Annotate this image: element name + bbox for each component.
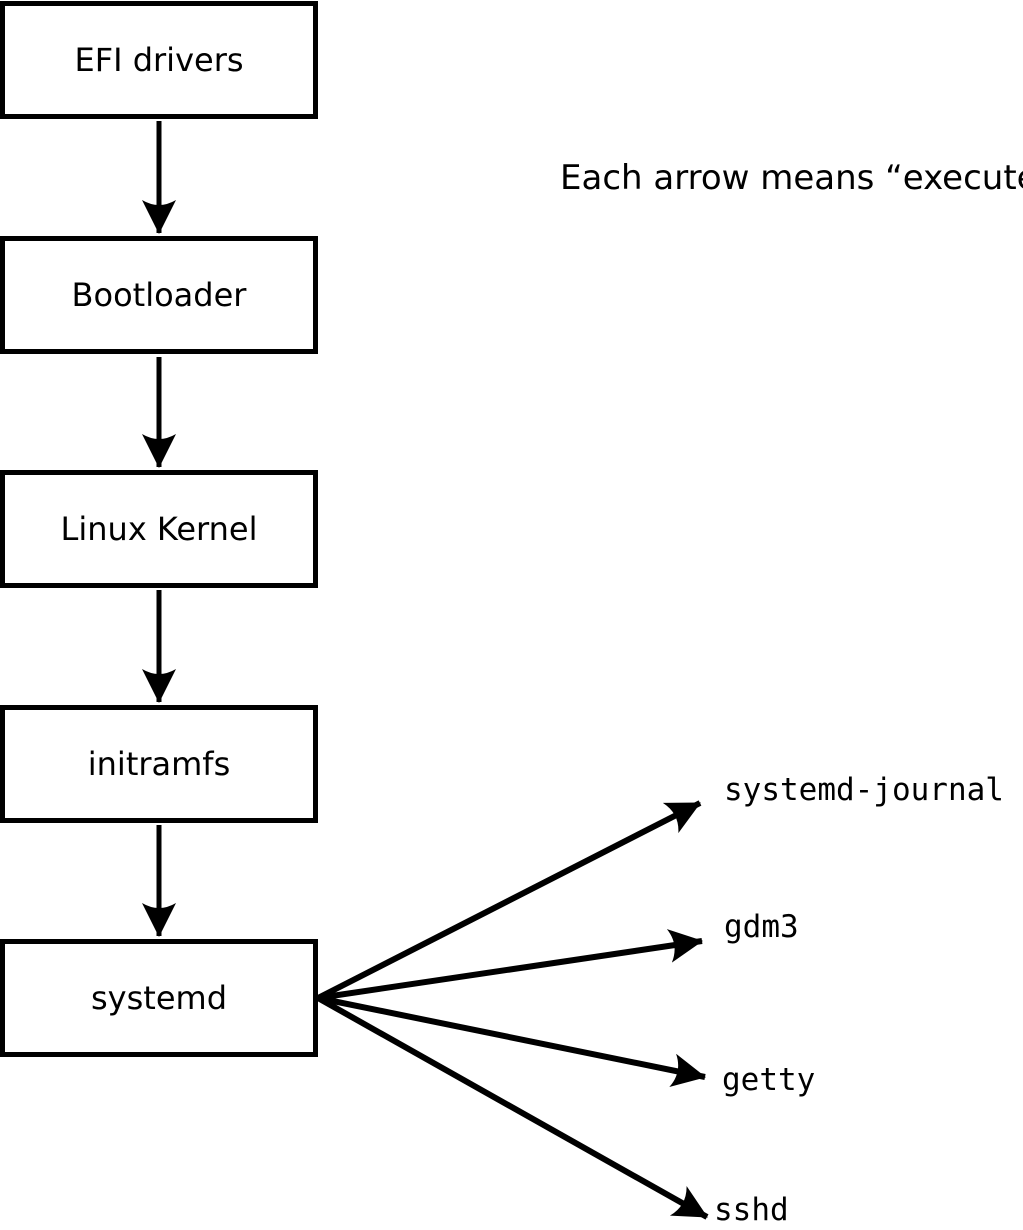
node-systemd-label: systemd [91, 979, 227, 1017]
arrow-systemd-to-sshd [316, 995, 709, 1220]
node-linux-kernel-label: Linux Kernel [60, 510, 258, 548]
target-sshd: sshd [714, 1192, 789, 1228]
target-systemd-journal: systemd-journal [724, 772, 1004, 808]
arrow-meaning-note: Each arrow means “executes”. [560, 158, 1023, 198]
node-efi-drivers-label: EFI drivers [74, 41, 244, 79]
node-bootloader-label: Bootloader [71, 276, 247, 314]
target-gdm3: gdm3 [724, 909, 799, 945]
node-linux-kernel: Linux Kernel [0, 470, 318, 588]
arrow-systemd-to-gdm3 [317, 929, 703, 1001]
target-getty: getty [722, 1062, 816, 1098]
arrow-systemd-to-getty [317, 995, 706, 1088]
node-initramfs-label: initramfs [87, 745, 231, 783]
node-bootloader: Bootloader [0, 236, 318, 354]
arrow-systemd-to-journal [316, 800, 702, 1001]
node-initramfs: initramfs [0, 705, 318, 823]
node-systemd: systemd [0, 939, 318, 1057]
node-efi-drivers: EFI drivers [0, 1, 318, 119]
